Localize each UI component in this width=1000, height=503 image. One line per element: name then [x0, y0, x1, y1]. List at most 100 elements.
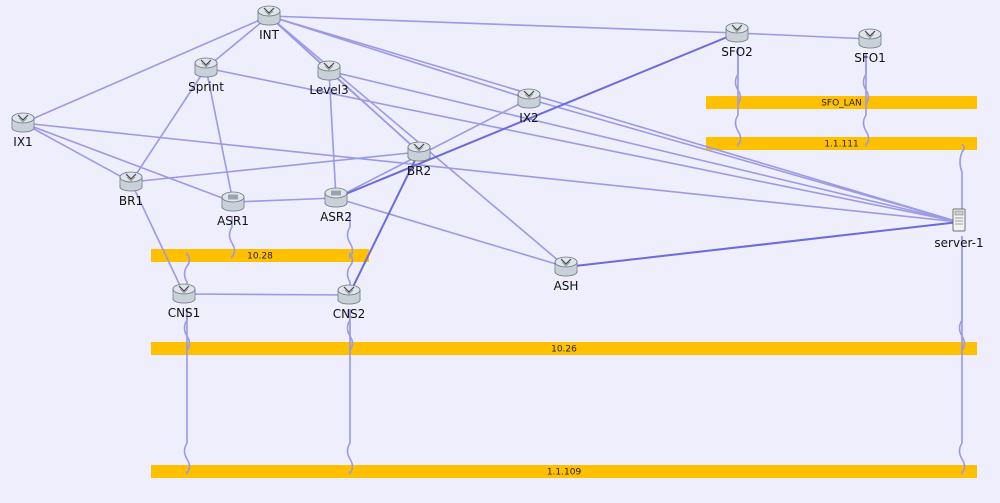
router-icon: [858, 28, 882, 49]
attachments-layer: [183, 47, 966, 476]
link-level3-asr2: [328, 70, 337, 199]
node-label: ASR2: [320, 210, 352, 224]
router-icon: [517, 88, 541, 109]
router-icon: [407, 141, 431, 162]
link-br1-br2: [130, 151, 420, 183]
node-level3[interactable]: Level3: [309, 60, 349, 97]
router-icon: [337, 284, 361, 305]
router-icon: [194, 57, 218, 78]
router-icon: [725, 22, 749, 43]
router-icon: [172, 283, 196, 304]
link-cns1-cns2: [183, 293, 350, 296]
link-int-ix2: [268, 15, 530, 100]
attachment-asr2-10-28: [346, 212, 354, 260]
node-label: INT: [259, 28, 280, 42]
link-ash-server-1: [565, 221, 960, 268]
attachment-server-1-1-1-109: [958, 236, 966, 476]
node-label: server-1: [934, 236, 983, 250]
node-label: CNS2: [333, 307, 366, 321]
link-int-sfo2: [268, 15, 738, 34]
attachment-asr1-10-28: [228, 216, 236, 260]
node-sfo2[interactable]: SFO2: [721, 22, 753, 59]
node-server-1[interactable]: server-1: [934, 208, 984, 250]
node-label: SFO2: [721, 45, 753, 59]
segment-1-1-109[interactable]: 1.1.109: [151, 465, 977, 478]
attachment-cns1-10-28: [183, 251, 191, 292]
attachment-sfo1-1-1-111: [862, 53, 870, 148]
router-icon: [317, 60, 341, 81]
router-icon: [257, 5, 281, 26]
attachment-sfo2-1-1-111: [734, 47, 742, 148]
router-icon: [554, 256, 578, 277]
node-label: CNS1: [168, 306, 201, 320]
segment-bar[interactable]: [151, 342, 977, 355]
node-cns2[interactable]: CNS2: [333, 284, 366, 321]
node-asr1[interactable]: ASR1: [217, 191, 249, 228]
segment-bar[interactable]: [706, 96, 977, 109]
node-int[interactable]: INT: [257, 5, 281, 42]
node-ix1[interactable]: IX1: [11, 112, 35, 149]
node-label: BR2: [407, 164, 431, 178]
link-ix2-server-1: [528, 98, 960, 223]
mpls-router-icon: [221, 191, 245, 212]
node-ash[interactable]: ASH: [554, 256, 579, 293]
node-br1[interactable]: BR1: [119, 171, 143, 208]
node-label: BR1: [119, 194, 143, 208]
node-label: IX1: [13, 135, 32, 149]
link-level3-br2: [328, 70, 420, 153]
link-br1-cns1: [130, 181, 185, 295]
segment-label: 10.26: [551, 345, 577, 355]
node-label: SFO1: [854, 51, 886, 65]
segment-label: SFO_LAN: [821, 99, 862, 109]
segment-label: 1.1.109: [547, 468, 582, 478]
link-level3-server-1: [328, 70, 960, 223]
attachment-cns2-1-1-109: [346, 309, 354, 476]
segments-layer: SFO_LAN 1.1.111 10.28 10.26 1.1.109: [151, 96, 977, 478]
attachment-cns1-1-1-109: [183, 308, 191, 476]
node-cns1[interactable]: CNS1: [168, 283, 201, 320]
segment-10-28[interactable]: 10.28: [151, 249, 369, 262]
link-sprint-asr1: [205, 67, 234, 203]
link-ix2-asr2: [335, 98, 530, 199]
links-layer: [22, 15, 960, 296]
segment-label: 1.1.111: [824, 140, 858, 150]
segment-bar[interactable]: [706, 137, 977, 150]
link-int-sprint: [205, 15, 270, 69]
link-int-server-1: [268, 15, 960, 223]
segment-1-1-111[interactable]: 1.1.111: [706, 137, 977, 150]
link-sfo2-sfo1: [736, 32, 871, 40]
link-int-ix1: [22, 15, 270, 124]
node-sfo1[interactable]: SFO1: [854, 28, 886, 65]
router-icon: [119, 171, 143, 192]
link-asr2-ash: [335, 197, 567, 268]
attachment-cns2-10-28: [346, 251, 354, 293]
node-ix2[interactable]: IX2: [517, 88, 541, 125]
node-label: ASR1: [217, 214, 249, 228]
node-label: Sprint: [188, 80, 224, 94]
segment-bar[interactable]: [151, 249, 369, 262]
mpls-router-icon: [324, 187, 348, 208]
node-br2[interactable]: BR2: [407, 141, 431, 178]
node-sprint[interactable]: Sprint: [188, 57, 224, 94]
segment-sfo-lan[interactable]: SFO_LAN: [706, 96, 977, 109]
router-icon: [11, 112, 35, 133]
server-icon: [952, 208, 966, 232]
attachment-server-1-1-1-111: [959, 143, 965, 218]
node-asr2[interactable]: ASR2: [320, 187, 352, 224]
link-ix1-server-1: [22, 122, 960, 223]
segment-10-26[interactable]: 10.26: [151, 342, 977, 355]
node-label: Level3: [309, 83, 348, 97]
link-ix1-br1: [22, 122, 132, 183]
segment-bar[interactable]: [151, 465, 977, 478]
link-sprint-br1: [130, 67, 207, 183]
link-ix1-asr1: [22, 122, 234, 203]
link-br2-cns2: [348, 151, 420, 296]
link-sprint-server-1: [205, 67, 960, 223]
segment-label: 10.28: [247, 252, 273, 262]
node-label: ASH: [554, 279, 579, 293]
link-int-ash: [268, 15, 567, 268]
link-asr1-asr2: [232, 197, 337, 203]
link-asr2-sfo2: [335, 32, 738, 199]
